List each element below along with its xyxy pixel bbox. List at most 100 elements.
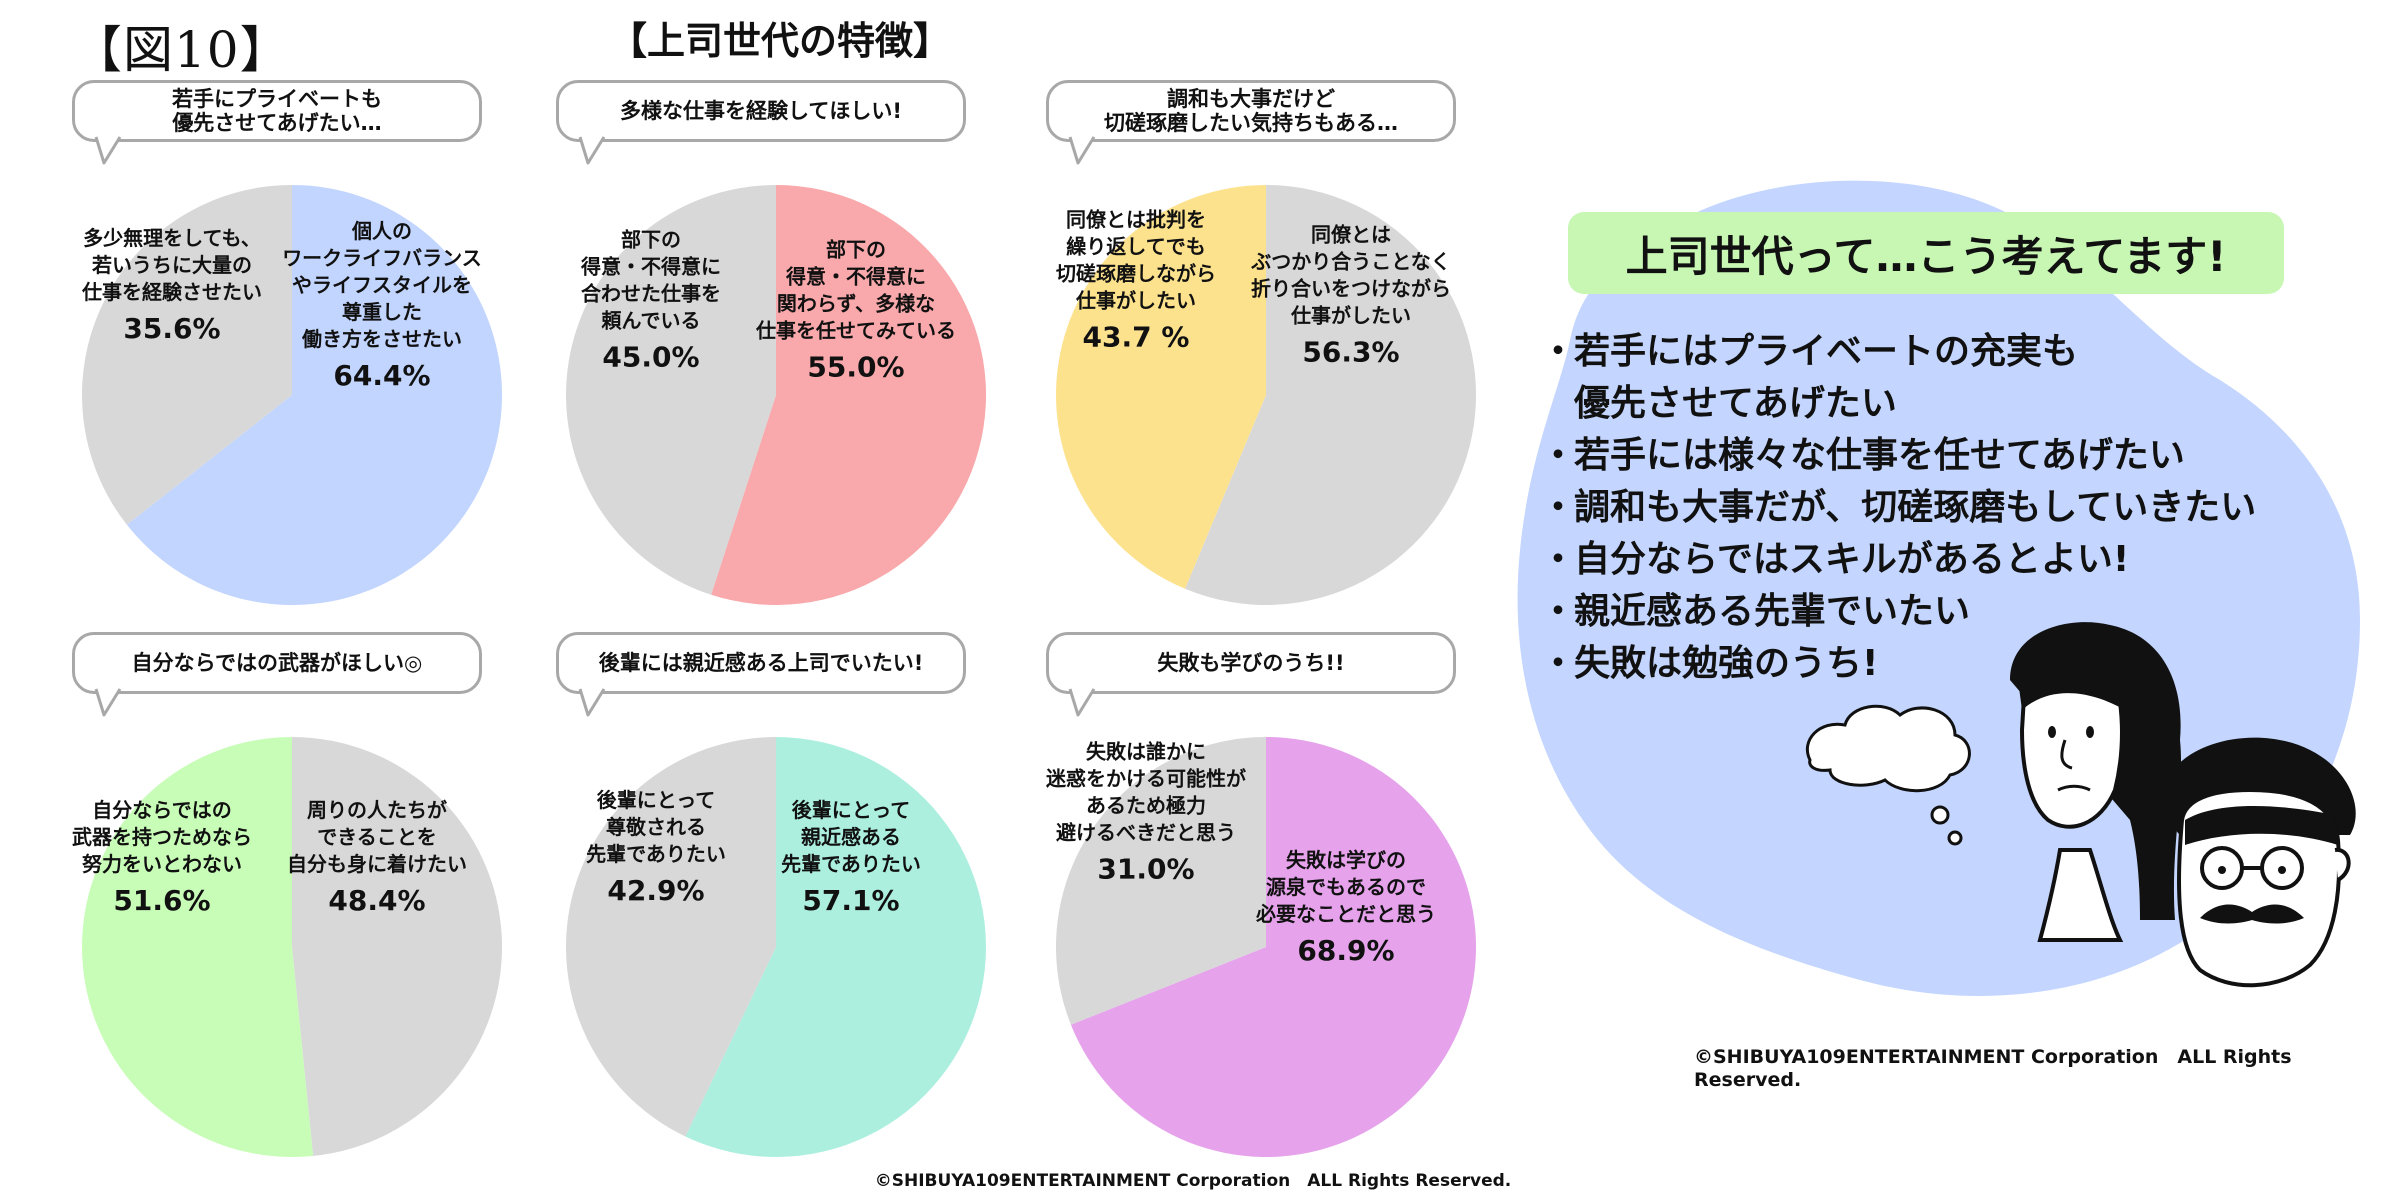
slice-label: 先輩でありたい xyxy=(781,852,921,876)
slice-label: 繰り返してでも xyxy=(1066,235,1205,259)
copyright-right: ©SHIBUYA109ENTERTAINMENT Corporation ALL… xyxy=(1694,1046,2292,1091)
slice-label: 仕事を経験させたい xyxy=(81,280,262,304)
slice-value-label: 35.6% xyxy=(123,312,220,345)
slice-label: 頼んでいる xyxy=(602,309,701,333)
slice-label: 努力をいとわない xyxy=(82,852,242,876)
slice-label: 得意・不得意に xyxy=(785,265,926,289)
pie-slice xyxy=(1070,737,1477,1157)
pie-slice xyxy=(292,737,503,1156)
speech-bubble: 調和も大事だけど 切磋琢磨したい気持ちもある… xyxy=(1046,80,1456,142)
slice-value-label: 45.0% xyxy=(602,341,699,374)
slice-label: 個人の xyxy=(351,219,412,243)
slice-label: 武器を持つためなら xyxy=(72,825,252,849)
pie-slice xyxy=(1056,185,1266,589)
pie-chart: 失敗は学びの源泉でもあるので必要なことだと思う68.9%失敗は誰かに迷惑をかける… xyxy=(1045,737,1477,1157)
speech-bubble-tail-icon xyxy=(94,688,122,717)
slice-label: 自分ならではの xyxy=(92,798,231,822)
pie-chart: 後輩にとって親近感ある先輩でありたい57.1%後輩にとって尊敬される先輩でありた… xyxy=(565,737,986,1157)
speech-bubble-tail-icon xyxy=(1068,688,1096,717)
slice-value-label: 56.3% xyxy=(1302,336,1399,369)
slice-label: 切磋琢磨しながら xyxy=(1056,262,1216,286)
slice-label: 仕事がしたい xyxy=(1075,289,1196,313)
pie-slice xyxy=(565,737,776,1137)
pie-slice xyxy=(82,185,292,525)
copyright-bottom: ©SHIBUYA109ENTERTAINMENT Corporation ALL… xyxy=(874,1171,1512,1191)
slice-label: 親近感ある xyxy=(801,825,901,849)
summary-item: 自分ならではスキルがあるとよい! xyxy=(1540,534,2360,586)
slice-label: 後輩にとって xyxy=(792,798,910,822)
slice-label: 尊重した xyxy=(342,300,422,324)
pie-panel: 若手にプライベートも 優先させてあげたい…個人のワークライフバランスやライフスタ… xyxy=(72,80,512,640)
speech-bubble: 自分ならではの武器がほしい◎ xyxy=(72,632,482,694)
summary-item: 調和も大事だが、切磋琢磨もしていきたい xyxy=(1540,482,2360,534)
slice-label: 自分も身に着けたい xyxy=(287,852,467,876)
summary-item: 失敗は勉強のうち! xyxy=(1540,638,2360,690)
summary-title: 上司世代って…こう考えてます! xyxy=(1568,212,2284,294)
slice-label: 迷惑をかける可能性が xyxy=(1045,767,1246,791)
pie-slice xyxy=(1056,737,1266,1025)
summary-item: 若手にはプライベートの充実も 優先させてあげたい xyxy=(1540,326,2360,430)
figure-label: 【図10】 xyxy=(72,21,291,79)
pie-slice xyxy=(126,185,503,605)
thought-cloud-icon xyxy=(1806,704,1971,846)
slice-label: あるため極力 xyxy=(1086,794,1206,818)
summary-item: 親近感ある先輩でいたい xyxy=(1540,586,2360,638)
speech-bubble-tail-icon xyxy=(578,136,606,165)
summary-item: 若手には様々な仕事を任せてあげたい xyxy=(1540,430,2360,482)
slice-label: 同僚とは xyxy=(1311,223,1391,247)
slice-label: 先輩でありたい xyxy=(586,842,726,866)
slice-value-label: 64.4% xyxy=(333,359,430,392)
slice-label: やライフスタイルを xyxy=(292,273,472,297)
slice-label: ワークライフバランス xyxy=(282,246,482,270)
slice-label: 失敗は学びの xyxy=(1286,848,1406,872)
slice-label: 部下の xyxy=(621,228,681,252)
main-title: 【上司世代の特徴】 xyxy=(608,19,951,63)
pie-slice xyxy=(82,737,314,1157)
slice-label: 折り合いをつけながら xyxy=(1251,277,1451,301)
pie-slice xyxy=(566,185,776,595)
slice-label: 避けるべきだと思う xyxy=(1056,821,1236,845)
slice-value-label: 55.0% xyxy=(807,351,904,384)
speech-bubble-tail-icon xyxy=(578,688,606,717)
slice-label: ぶつかり合うことなく xyxy=(1250,250,1450,274)
speech-bubble-tail-icon xyxy=(94,136,122,165)
slice-label: 必要なことだと思う xyxy=(1255,902,1436,926)
slice-label: 同僚とは批判を xyxy=(1066,208,1206,232)
summary-list: 若手にはプライベートの充実も 優先させてあげたい 若手には様々な仕事を任せてあげ… xyxy=(1540,326,2360,690)
people-illustration xyxy=(1806,622,2356,988)
slice-value-label: 48.4% xyxy=(328,884,425,917)
slice-label: 関わらず、多様な xyxy=(777,292,935,316)
slice-label: 周りの人たちが xyxy=(307,798,447,822)
speech-bubble: 後輩には親近感ある上司でいたい! xyxy=(556,632,966,694)
speech-bubble: 失敗も学びのうち!! xyxy=(1046,632,1456,694)
slice-value-label: 31.0% xyxy=(1097,853,1194,886)
man-face-icon xyxy=(2165,737,2356,988)
slice-value-label: 51.6% xyxy=(113,884,210,917)
slice-value-label: 43.7 % xyxy=(1083,321,1190,354)
slice-value-label: 42.9% xyxy=(607,874,704,907)
pie-slice xyxy=(711,185,987,605)
slice-label: 部下の xyxy=(826,238,886,262)
pie-chart: 部下の得意・不得意に関わらず、多様な仕事を任せてみている55.0%部下の得意・不… xyxy=(566,185,987,605)
pie-chart: 周りの人たちができることを自分も身に着けたい48.4%自分ならではの武器を持つた… xyxy=(72,737,503,1157)
pie-chart: 個人のワークライフバランスやライフスタイルを尊重した働き方をさせたい64.4%多… xyxy=(81,185,503,605)
speech-bubble-tail-icon xyxy=(1068,136,1096,165)
slice-label: 若いうちに大量の xyxy=(91,253,252,277)
slice-value-label: 57.1% xyxy=(802,884,899,917)
speech-bubble: 多様な仕事を経験してほしい! xyxy=(556,80,966,142)
slice-label: 合わせた仕事を xyxy=(581,282,721,306)
slice-label: 尊敬される xyxy=(606,815,706,839)
woman-face-icon xyxy=(2010,622,2182,942)
pie-slice xyxy=(1185,185,1477,605)
slice-label: 源泉でもあるので xyxy=(1266,875,1426,899)
slice-label: 仕事を任せてみている xyxy=(755,319,956,343)
slice-label: 働き方をさせたい xyxy=(301,327,462,351)
pie-panel: 多様な仕事を経験してほしい! 部下の得意・不得意に関わらず、多様な仕事を任せてみて… xyxy=(556,80,996,640)
slice-label: 後輩にとって xyxy=(597,788,715,812)
slice-value-label: 68.9% xyxy=(1297,934,1394,967)
pie-panel: 調和も大事だけど 切磋琢磨したい気持ちもある… 同僚とはぶつかり合うことなく折り合… xyxy=(1046,80,1486,640)
